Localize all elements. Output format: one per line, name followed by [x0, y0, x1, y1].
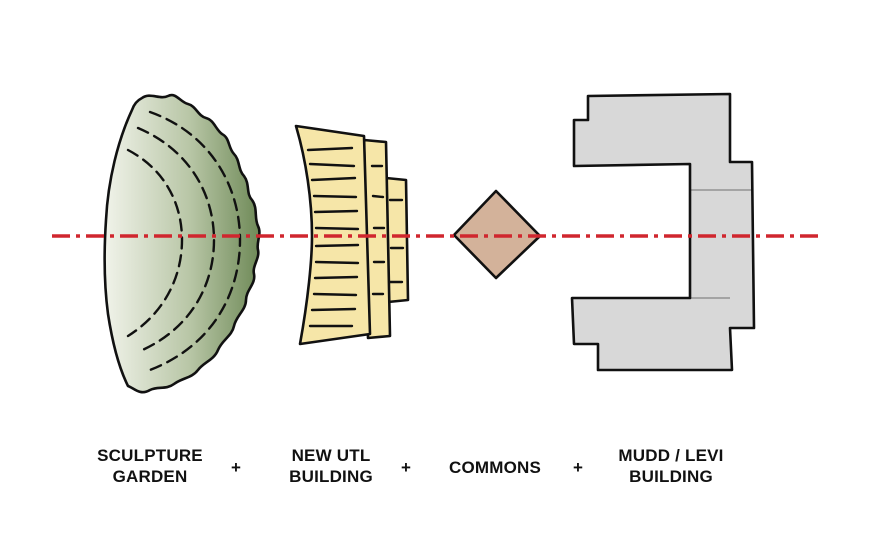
label-new-utl-line2: BUILDING [289, 467, 373, 486]
label-new-utl-building: NEW UTL BUILDING [276, 445, 386, 487]
mudd-levi-building-shape [570, 92, 756, 372]
label-commons-line1: COMMONS [448, 458, 542, 477]
label-mudd-levi-building: MUDD / LEVI BUILDING [604, 445, 738, 487]
label-commons: COMMONS [440, 457, 550, 478]
sculpture-garden-shape [103, 93, 261, 394]
mudd-levi-texture [690, 189, 752, 299]
plus-sign-2: + [401, 458, 411, 477]
label-new-utl-line1: NEW UTL [291, 446, 371, 465]
label-mudd-levi-line1: MUDD / LEVI [618, 446, 724, 465]
plus-sign-3: + [573, 458, 583, 477]
label-sculpture-garden-line2: GARDEN [112, 467, 188, 486]
plus-sign-1: + [231, 458, 241, 477]
label-sculpture-garden: SCULPTURE GARDEN [90, 445, 210, 487]
label-sculpture-garden-line1: SCULPTURE [97, 446, 203, 465]
label-mudd-levi-line2: BUILDING [629, 467, 713, 486]
